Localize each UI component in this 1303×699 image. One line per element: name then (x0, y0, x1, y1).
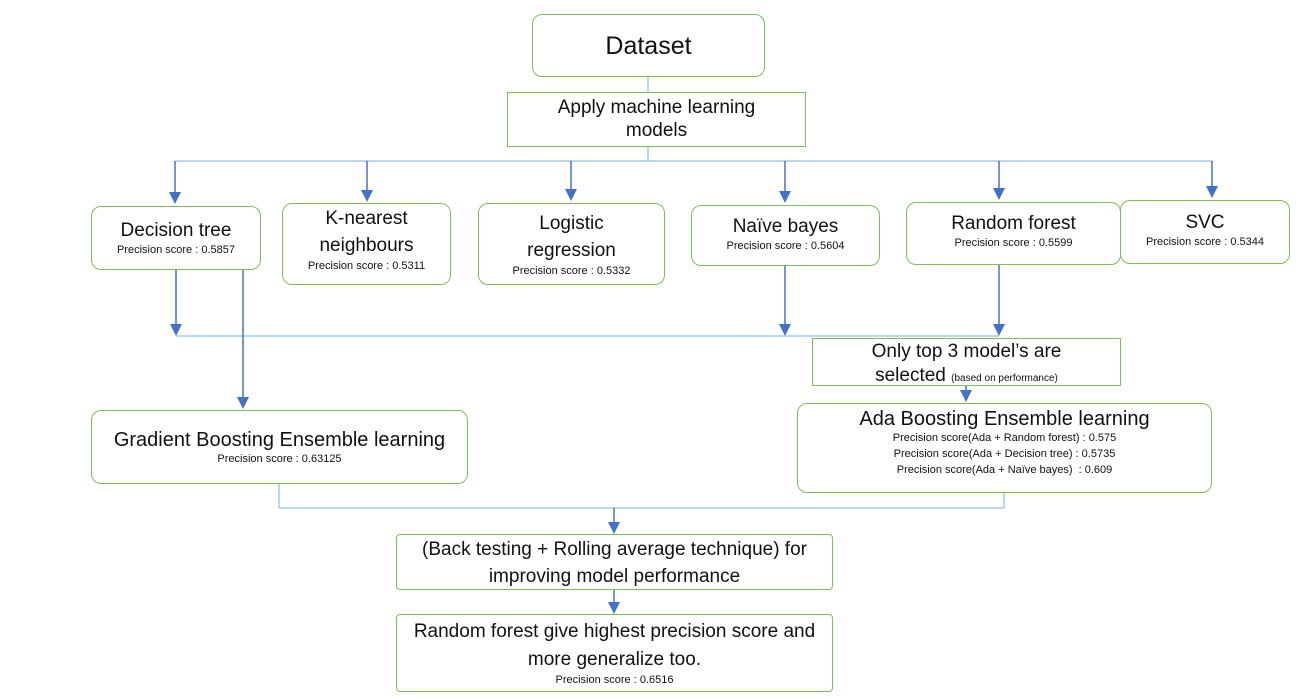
apply-models-label: Apply machine learning models (557, 97, 756, 141)
model-score: Precision score : 0.5604 (726, 239, 845, 252)
model-name: K-nearest neighbours (319, 208, 414, 256)
model-name: Decision tree (120, 220, 232, 241)
model-score: Precision score : 0.5599 (954, 236, 1073, 249)
gradient-score: Precision score : 0.63125 (217, 453, 342, 465)
top3-selection-node: Only top 3 model’s are selected (based o… (812, 338, 1121, 386)
gradient-boosting-node: Gradient Boosting Ensemble learning Prec… (91, 410, 468, 484)
gradient-title: Gradient Boosting Ensemble learning (113, 429, 446, 451)
model-score: Precision score : 0.5311 (307, 260, 426, 273)
dataset-label: Dataset (605, 31, 692, 60)
final-score: Precision score : 0.6516 (555, 674, 674, 687)
backtesting-node: (Back testing + Rolling average techniqu… (396, 534, 833, 590)
ada-title: Ada Boosting Ensemble learning (859, 408, 1150, 430)
model-score: Precision score : 0.5332 (512, 265, 631, 278)
top3-main: Only top 3 model’s are selected (871, 341, 1062, 386)
backtesting-text: (Back testing + Rolling average techniqu… (422, 539, 807, 587)
model-score: Precision score : 0.5344 (1145, 235, 1264, 248)
model-naive-bayes: Naïve bayes Precision score : 0.5604 (691, 205, 880, 266)
model-name: Logistic regression (527, 213, 616, 261)
model-name: SVC (1185, 212, 1225, 233)
ada-score-decision-tree: Precision score(Ada + Decision tree) : 0… (893, 447, 1116, 460)
model-svc: SVC Precision score : 0.5344 (1120, 200, 1290, 264)
model-logistic-regression: Logistic regression Precision score : 0.… (478, 203, 665, 285)
model-random-forest: Random forest Precision score : 0.5599 (906, 202, 1121, 265)
final-result-node: Random forest give highest precision sco… (396, 614, 833, 692)
top3-text: Only top 3 model’s are selected (based o… (813, 340, 1120, 388)
model-score: Precision score : 0.5857 (116, 243, 235, 256)
ada-score-random-forest: Precision score(Ada + Random forest) : 0… (892, 432, 1117, 444)
apply-models-node: Apply machine learning models (507, 92, 806, 147)
top3-note: (based on performance) (951, 372, 1058, 384)
model-knn: K-nearest neighbours Precision score : 0… (282, 203, 451, 285)
ada-boosting-node: Ada Boosting Ensemble learning Precision… (797, 403, 1212, 493)
final-text: Random forest give highest precision sco… (413, 621, 816, 670)
ada-score-naive-bayes: Precision score(Ada + Naïve bayes) : 0.6… (896, 463, 1113, 476)
model-decision-tree: Decision tree Precision score : 0.5857 (91, 206, 261, 270)
dataset-node: Dataset (532, 14, 765, 77)
model-name: Naïve bayes (732, 216, 839, 237)
model-name: Random forest (951, 213, 1076, 234)
